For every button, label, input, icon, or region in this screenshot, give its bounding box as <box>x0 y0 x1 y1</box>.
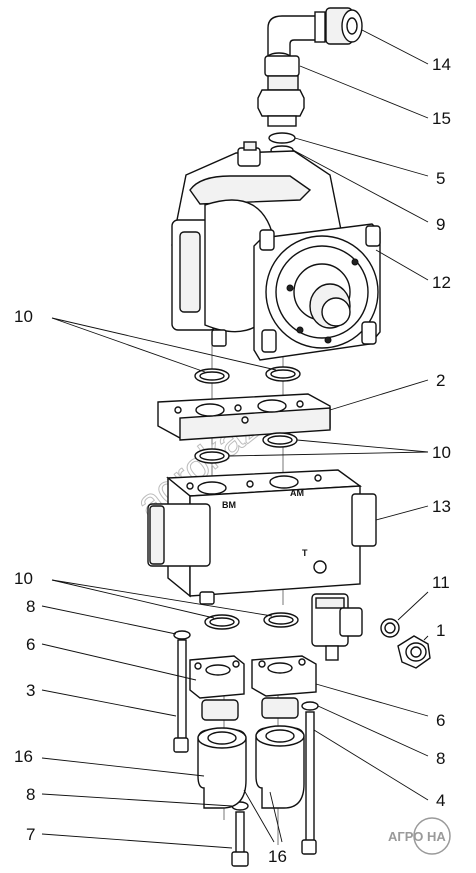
callout-15: 15 <box>432 109 451 128</box>
block-mark-right: AM <box>290 488 304 498</box>
leader-lines <box>41 29 429 849</box>
block-mark-side: T <box>302 548 308 558</box>
part-16-elbows <box>197 725 305 809</box>
part-5-seal <box>268 132 296 144</box>
callout-6-left: 6 <box>26 635 35 654</box>
part-15-adapter <box>257 55 305 127</box>
callout-6-right: 6 <box>436 711 445 730</box>
callout-16-bottom: 16 <box>268 847 287 866</box>
part-1-plug <box>397 635 431 669</box>
callout-10-middle: 10 <box>432 443 451 462</box>
callout-1: 1 <box>436 621 445 640</box>
part-solenoid <box>311 593 363 661</box>
part-7-bolt <box>231 811 249 867</box>
callout-3: 3 <box>26 681 35 700</box>
callout-11: 11 <box>432 573 450 592</box>
part-4-bolt <box>301 711 317 855</box>
part-2-adapter-plate <box>157 393 331 441</box>
callout-14: 14 <box>432 55 451 74</box>
part-14-elbow-fitting <box>266 7 363 64</box>
part-10-o-rings-upper <box>194 366 301 384</box>
callout-8-top: 8 <box>26 597 35 616</box>
callout-12: 12 <box>432 273 451 292</box>
callout-8-right: 8 <box>436 749 445 768</box>
part-8-washers <box>173 630 319 811</box>
callout-4: 4 <box>436 791 445 810</box>
callout-labels: 14 15 5 9 12 10 2 10 13 10 11 8 1 6 3 6 … <box>14 55 451 866</box>
part-13-valve-block: BM AM T <box>147 469 377 605</box>
part-6-flanges <box>189 655 317 721</box>
callout-5: 5 <box>436 169 445 188</box>
brand-logo: АГРО НА <box>388 817 451 855</box>
callout-16-left: 16 <box>14 747 33 766</box>
callout-13: 13 <box>432 497 451 516</box>
part-11-seal-ring <box>380 618 400 638</box>
callout-7: 7 <box>26 825 35 844</box>
brand-logo-text: АГРО НА <box>388 829 446 844</box>
block-mark-left: BM <box>222 500 236 510</box>
part-12-hydraulic-pump <box>171 141 381 361</box>
part-10-o-rings-lower <box>204 612 299 630</box>
callout-2: 2 <box>436 371 445 390</box>
callout-10-lower: 10 <box>14 569 33 588</box>
callout-9: 9 <box>436 215 445 234</box>
part-3-bolt <box>173 639 189 753</box>
callout-10-upper: 10 <box>14 307 33 326</box>
part-10-o-rings-middle <box>194 432 298 464</box>
callout-8-bottom: 8 <box>26 785 35 804</box>
